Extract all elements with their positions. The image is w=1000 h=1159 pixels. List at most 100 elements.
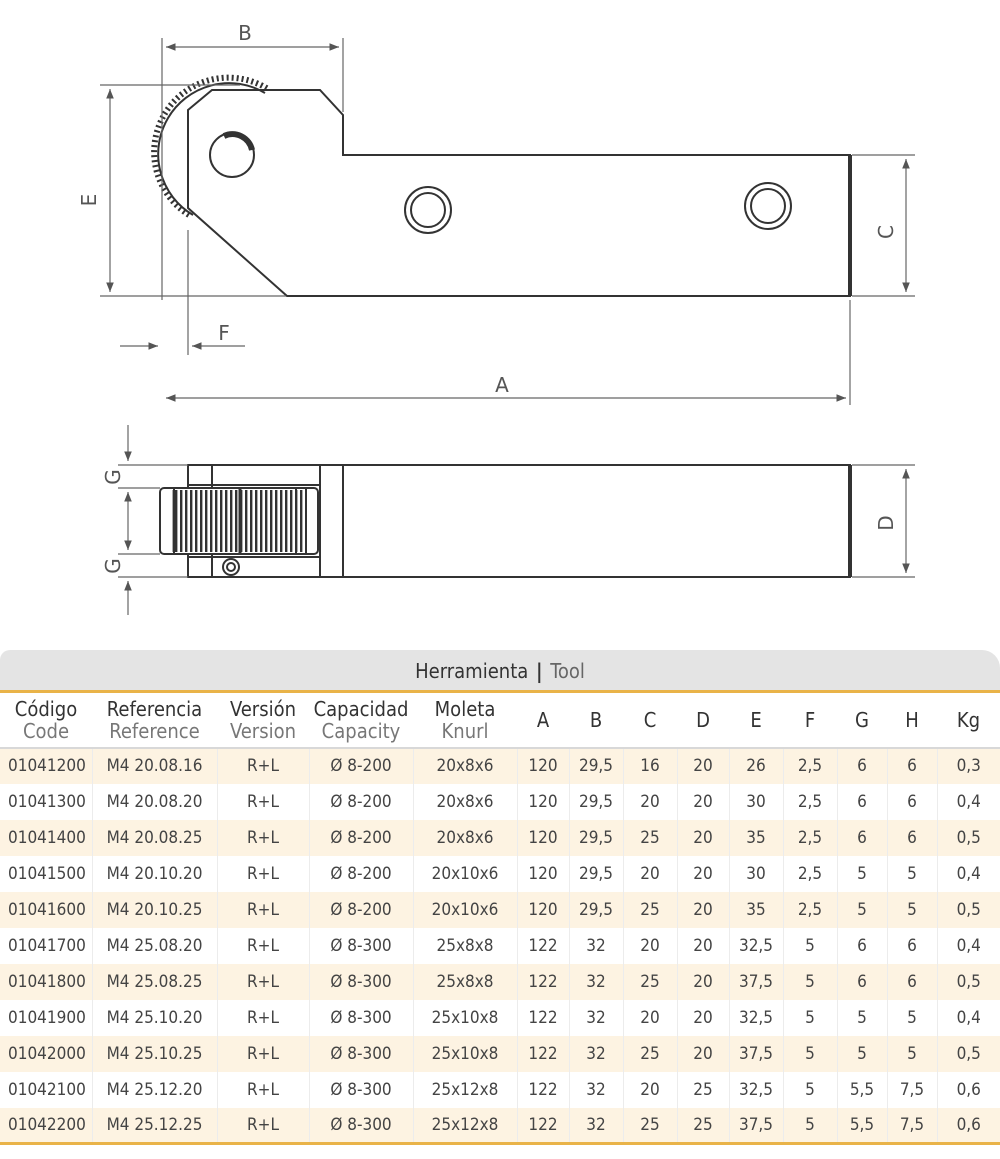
table-cell: 01041200	[0, 747, 93, 784]
table-cell: 2,5	[783, 747, 838, 784]
table-cell: 25	[623, 1035, 678, 1072]
table-cell: R+L	[217, 783, 310, 820]
table-cell: 20	[623, 783, 678, 820]
table-cell: 30	[729, 783, 784, 820]
table-cell: M4 20.10.20	[92, 855, 218, 892]
table-cell: 5	[887, 1035, 938, 1072]
table-cell: 6	[837, 963, 888, 1000]
table-cell: M4 20.08.16	[92, 747, 218, 784]
table-cell: 120	[517, 819, 570, 856]
table-cell: 32,5	[729, 999, 784, 1036]
table-cell: 01042100	[0, 1071, 93, 1108]
table-title-main: Herramienta	[415, 659, 529, 683]
table-cell: M4 20.08.25	[92, 819, 218, 856]
column-header-label: H	[905, 707, 919, 732]
table-cell: 7,5	[887, 1107, 938, 1144]
table-cell: 122	[517, 1107, 570, 1144]
table-cell: 32	[569, 927, 624, 964]
table-cell: 2,5	[783, 855, 838, 892]
table-cell: 20	[677, 927, 730, 964]
column-header: F	[783, 692, 837, 748]
table-cell: 122	[517, 1071, 570, 1108]
table-cell: 2,5	[783, 783, 838, 820]
column-header-label: Versión	[229, 696, 296, 721]
table-cell: 0,3	[956, 756, 981, 776]
table-cell: 20	[677, 1035, 730, 1072]
table-cell: 5	[837, 1035, 888, 1072]
small-screw	[222, 558, 240, 576]
table-cell: 5	[783, 1107, 838, 1144]
table-cell: 120	[517, 783, 570, 820]
table-cell: 7,5	[887, 1071, 938, 1108]
column-header-sublabel: Knurl	[441, 718, 489, 743]
table-cell: 25x8x8	[413, 927, 518, 964]
dim-label-d: D	[874, 515, 898, 530]
table-cell: 25	[623, 963, 678, 1000]
column-header: A	[517, 692, 569, 748]
column-header-sublabel: Capacity	[321, 718, 401, 743]
table-cell: 25x12x8	[413, 1071, 518, 1108]
table-cell: 0,6	[956, 1114, 981, 1135]
table-cell: 20	[623, 1071, 678, 1108]
column-header: Kg	[937, 692, 1000, 748]
table-cell: 20	[623, 999, 678, 1036]
table-cell: 20x8x6	[413, 783, 518, 820]
table-cell: 6	[887, 819, 938, 856]
table-cell: 25	[677, 1071, 730, 1108]
table-cell: 120	[517, 747, 570, 784]
table-cell: 6	[837, 783, 888, 820]
table-cell: 29,5	[569, 891, 624, 928]
table-cell: R+L	[217, 1071, 310, 1108]
table-cell: 30	[729, 855, 784, 892]
column-header-label: F	[804, 707, 816, 732]
table-cell: 120	[517, 855, 570, 892]
table-cell: 6	[837, 747, 888, 784]
screw-hole-right	[744, 182, 792, 230]
table-cell: Ø 8-200	[309, 855, 414, 892]
table-cell: 37,5	[729, 963, 784, 1000]
dim-label-b: B	[238, 21, 252, 45]
table-cell: 0,4	[956, 791, 981, 812]
table-cell: 25	[623, 891, 678, 928]
table-cell: R+L	[217, 855, 310, 892]
table-cell: 37,5	[729, 1035, 784, 1072]
dimensions-top	[100, 38, 915, 405]
dim-label-e: E	[77, 194, 101, 207]
table-cell: 25x10x8	[413, 999, 518, 1036]
table-cell: Ø 8-300	[309, 999, 414, 1036]
table-cell: 20	[677, 855, 730, 892]
table-cell: 5	[783, 999, 838, 1036]
table-cell: M4 25.12.25	[92, 1107, 218, 1144]
column-header-label: C	[643, 707, 657, 732]
table-cell: 0,5	[956, 827, 981, 848]
table-cell: 32	[569, 1107, 624, 1144]
table-cell: 20	[677, 819, 730, 856]
table-cell: 5	[837, 999, 888, 1036]
table-cell: R+L	[217, 927, 310, 964]
column-header: G	[837, 692, 887, 748]
table-cell: 01041800	[0, 963, 93, 1000]
table-cell: Ø 8-200	[309, 747, 414, 784]
table-title-separator: |	[535, 659, 543, 683]
table-cell: 29,5	[569, 819, 624, 856]
column-header-label: Moleta	[434, 696, 496, 721]
table-cell: 29,5	[569, 783, 624, 820]
table-cell: 35	[729, 891, 784, 928]
column-header-label: G	[855, 707, 869, 732]
table-cell: 32	[569, 1035, 624, 1072]
table-cell: 25	[623, 1107, 678, 1144]
table-cell: 01041900	[0, 999, 93, 1036]
